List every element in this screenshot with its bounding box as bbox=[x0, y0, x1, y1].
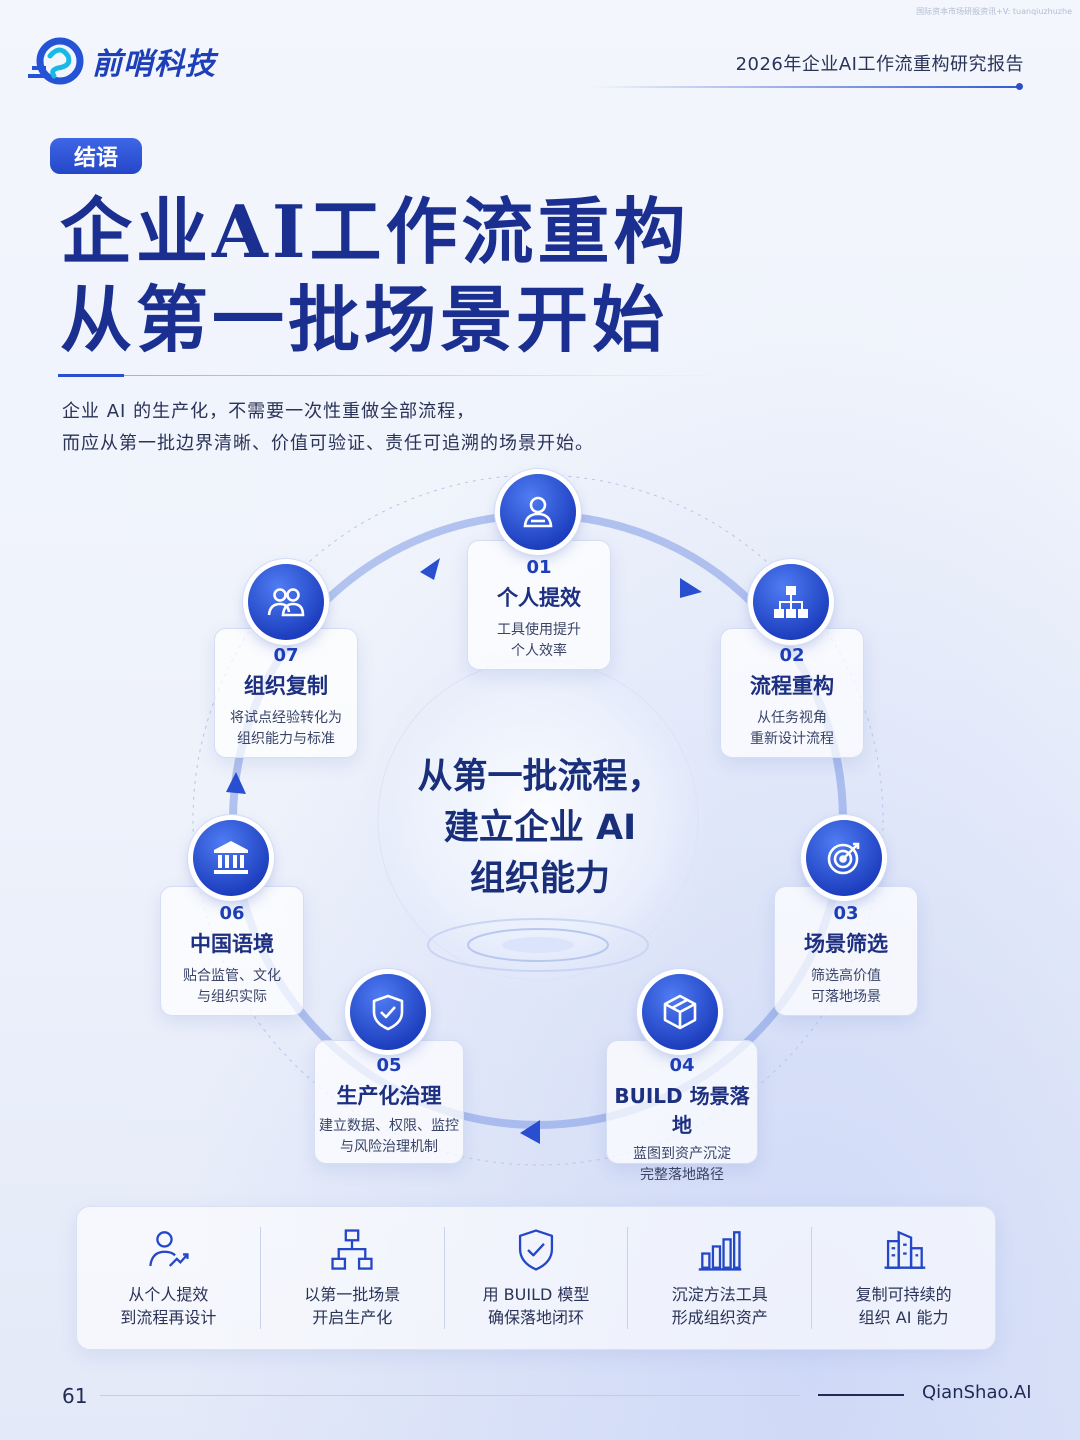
hierarchy-icon bbox=[331, 1229, 373, 1270]
logo-icon bbox=[28, 37, 84, 85]
shield-check-icon bbox=[350, 974, 426, 1050]
pedestal-ring bbox=[467, 928, 609, 962]
node-number: 04 bbox=[669, 1055, 695, 1076]
footer-brand: QianShao.AI bbox=[922, 1382, 1032, 1403]
cycle-node-01: 01 个人提效 工具使用提升个人效率 bbox=[467, 540, 611, 670]
node-desc: 蓝图到资产沉淀完整落地路径 bbox=[633, 1146, 731, 1183]
subtitle-line: 而应从第一批边界清晰、价值可验证、责任可追溯的场景开始。 bbox=[62, 433, 594, 454]
report-title: 2026年企业AI工作流重构研究报告 bbox=[735, 54, 1024, 75]
footer-accent-line bbox=[818, 1394, 904, 1396]
center-glow bbox=[358, 640, 718, 1000]
team-icon bbox=[248, 564, 324, 640]
summary-item: 以第一批场景开启生产化 bbox=[261, 1227, 445, 1329]
node-title: 个人提效 bbox=[497, 586, 581, 610]
summary-text: 沉淀方法工具形成组织资产 bbox=[671, 1285, 768, 1327]
org-chart-icon bbox=[753, 564, 829, 640]
cycle-node-03: 03 场景筛选 筛选高价值可落地场景 bbox=[774, 886, 918, 1016]
buildings-icon bbox=[884, 1230, 925, 1269]
center-statement: 从第一批流程， 建立企业 AI 组织能力 bbox=[390, 752, 690, 905]
node-desc: 贴合监管、文化与组织实际 bbox=[183, 968, 281, 1005]
summary-text: 用 BUILD 模型确保落地闭环 bbox=[482, 1285, 590, 1327]
watermark-text: 国际资本市场研报资讯+V: tuanqiuzhuzhe bbox=[916, 7, 1072, 16]
cycle-arrow bbox=[680, 578, 702, 598]
cycle-node-07: 07 组织复制 将试点经验转化为组织能力与标准 bbox=[214, 628, 358, 758]
header-divider bbox=[590, 86, 1020, 88]
node-desc: 建立数据、权限、监控与风险治理机制 bbox=[319, 1118, 459, 1155]
node-number: 03 bbox=[833, 903, 859, 924]
node-number: 01 bbox=[526, 557, 552, 578]
node-title: 中国语境 bbox=[190, 932, 274, 956]
cycle-node-02: 02 流程重构 从任务视角重新设计流程 bbox=[720, 628, 864, 758]
cube-icon bbox=[642, 974, 718, 1050]
summary-item: 复制可持续的组织 AI 能力 bbox=[812, 1227, 995, 1329]
cycle-arrow bbox=[226, 772, 246, 794]
pedestal-ring bbox=[427, 918, 649, 972]
node-desc: 工具使用提升个人效率 bbox=[497, 622, 581, 659]
brand-name: 前哨科技 bbox=[92, 47, 216, 82]
node-number: 07 bbox=[273, 645, 299, 666]
target-icon bbox=[806, 820, 882, 896]
title-underline bbox=[58, 374, 124, 377]
page-title: 企业AI工作流重构 从第一批场景开始 bbox=[60, 188, 690, 364]
institution-icon bbox=[193, 820, 269, 896]
cycle-node-06: 06 中国语境 贴合监管、文化与组织实际 bbox=[160, 886, 304, 1016]
node-title: 流程重构 bbox=[750, 674, 834, 698]
title-underline-fade bbox=[124, 375, 724, 376]
summary-item: 用 BUILD 模型确保落地闭环 bbox=[445, 1227, 629, 1329]
subtitle-line: 企业 AI 的生产化，不需要一次性重做全部流程， bbox=[62, 401, 476, 422]
brand-logo: 前哨科技 bbox=[28, 36, 216, 86]
node-desc: 从任务视角重新设计流程 bbox=[750, 710, 834, 747]
title-line: 企业AI工作流重构 bbox=[60, 189, 690, 274]
footer-divider bbox=[100, 1395, 800, 1396]
summary-text: 以第一批场景开启生产化 bbox=[304, 1285, 401, 1327]
shield-check-icon bbox=[518, 1229, 554, 1271]
center-line: 建立企业 AI bbox=[443, 808, 637, 848]
node-title: 生产化治理 bbox=[336, 1084, 442, 1108]
node-title: BUILD 场景落地 bbox=[614, 1084, 750, 1137]
bar-chart-icon bbox=[698, 1231, 742, 1271]
node-title: 场景筛选 bbox=[804, 932, 888, 956]
person-icon bbox=[500, 474, 576, 550]
section-tag: 结语 bbox=[50, 138, 142, 174]
node-number: 05 bbox=[376, 1055, 402, 1076]
summary-text: 从个人提效到流程再设计 bbox=[120, 1285, 217, 1327]
summary-item: 从个人提效到流程再设计 bbox=[77, 1227, 261, 1329]
node-desc: 筛选高价值可落地场景 bbox=[811, 968, 881, 1005]
center-line: 从第一批流程， bbox=[417, 757, 663, 797]
header-divider-dot bbox=[1016, 83, 1023, 90]
title-line: 从第一批场景开始 bbox=[60, 277, 669, 362]
person-growth-icon bbox=[149, 1231, 190, 1267]
center-line: 组织能力 bbox=[469, 859, 610, 899]
summary-item: 沉淀方法工具形成组织资产 bbox=[628, 1227, 813, 1329]
cycle-arrow bbox=[420, 558, 440, 580]
summary-text: 复制可持续的组织 AI 能力 bbox=[855, 1285, 952, 1327]
node-number: 02 bbox=[779, 645, 805, 666]
subtitle: 企业 AI 的生产化，不需要一次性重做全部流程， 而应从第一批边界清晰、价值可验… bbox=[62, 396, 594, 460]
page-number: 61 bbox=[62, 1384, 88, 1408]
summary-strip: 从个人提效到流程再设计 以第一批场景开启生产化 用 BUILD 模型确保落地闭环… bbox=[76, 1206, 996, 1350]
cycle-node-05: 05 生产化治理 建立数据、权限、监控与风险治理机制 bbox=[314, 1040, 464, 1164]
cycle-arrow bbox=[520, 1120, 540, 1144]
pedestal-core bbox=[502, 937, 574, 953]
node-desc: 将试点经验转化为组织能力与标准 bbox=[230, 710, 342, 747]
cycle-node-04: 04 BUILD 场景落地 蓝图到资产沉淀完整落地路径 bbox=[606, 1040, 758, 1183]
node-number: 06 bbox=[219, 903, 245, 924]
node-title: 组织复制 bbox=[244, 674, 328, 698]
